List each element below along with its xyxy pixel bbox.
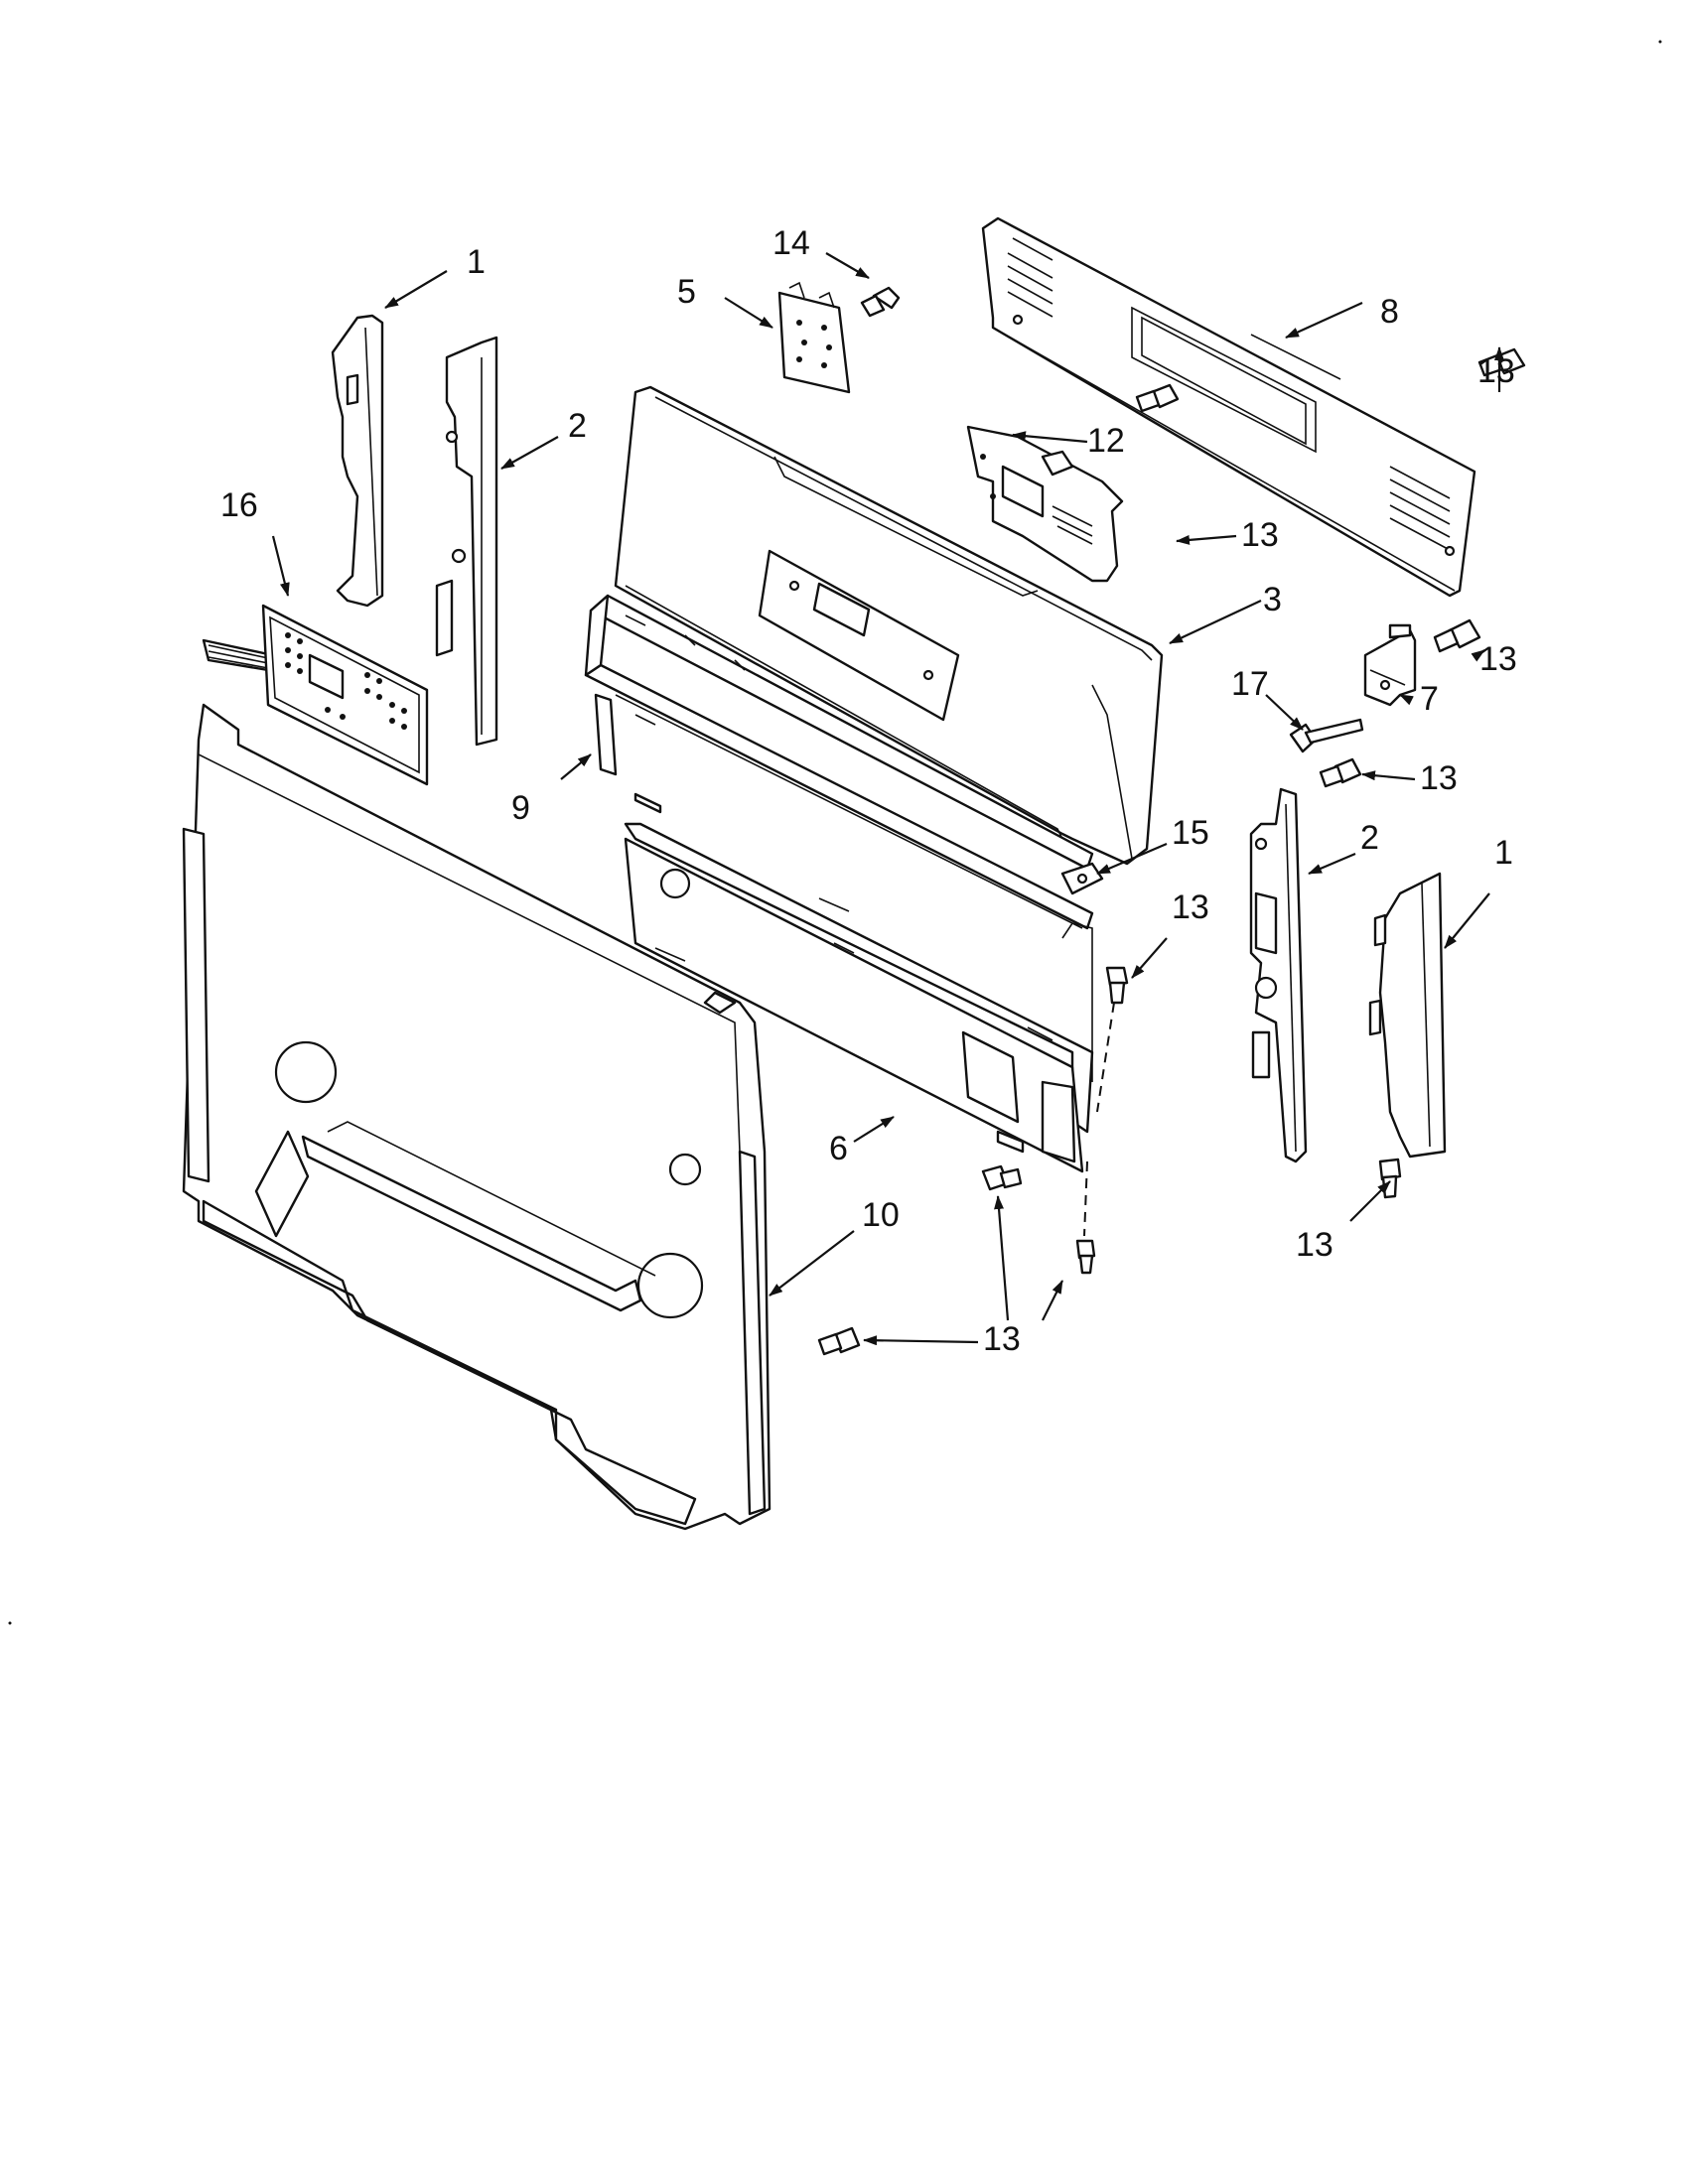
part-5-bracket-plate — [777, 281, 851, 394]
part-2-left-side-bracket — [435, 336, 498, 747]
callout-15: 15 — [1172, 814, 1209, 852]
callout-10: 10 — [862, 1196, 900, 1234]
callout-17: 17 — [1231, 665, 1269, 703]
screw-13-panel-low — [1075, 1239, 1096, 1275]
screw-13-panel-left — [981, 1164, 1023, 1191]
callout-2-left: 2 — [568, 407, 587, 445]
part-1-right-end-cap — [1368, 872, 1447, 1159]
part-7-bracket — [1363, 623, 1417, 707]
part-8-vent-panel — [981, 216, 1476, 598]
screw-13-right-low — [1378, 1158, 1402, 1199]
callout-1-left: 1 — [467, 243, 486, 281]
callout-12: 12 — [1087, 422, 1125, 460]
callout-13-top-right: 13 — [1477, 352, 1515, 390]
callout-5: 5 — [677, 273, 696, 311]
part-1-left-end-cap — [331, 314, 384, 608]
callout-13-right-low: 13 — [1296, 1226, 1333, 1264]
callout-14: 14 — [772, 224, 810, 262]
callout-6: 6 — [829, 1130, 848, 1167]
callout-1-right: 1 — [1494, 834, 1513, 872]
screw-13-board — [1135, 383, 1180, 413]
callout-13-right-mid: 13 — [1420, 759, 1458, 797]
screw-13-bracket7 — [1433, 618, 1481, 653]
callout-9: 9 — [511, 789, 530, 827]
callout-16: 16 — [220, 486, 258, 524]
callout-8: 8 — [1380, 293, 1399, 331]
callout-13-bottom: 13 — [983, 1320, 1021, 1358]
callout-13-board: 13 — [1241, 516, 1279, 554]
screw-13-right-mid — [1319, 757, 1362, 788]
callout-3: 3 — [1263, 581, 1282, 618]
screw-13-center — [1105, 966, 1129, 1005]
part-10-rear-panel — [182, 703, 772, 1531]
callout-7: 7 — [1420, 680, 1439, 718]
part-2-right-side-bracket — [1249, 787, 1308, 1163]
callout-labels: 1 2 16 5 14 8 13 12 13 3 13 17 7 13 9 15… — [220, 224, 1517, 1358]
part-15-clip — [1060, 862, 1104, 895]
leader-arrows — [271, 252, 1504, 1346]
callout-13-center: 13 — [1172, 888, 1209, 926]
part-6-console-back — [624, 822, 1094, 1173]
callout-2-right: 2 — [1360, 819, 1379, 857]
screw-13-bottom-left — [817, 1326, 861, 1356]
part-17-knob — [1289, 718, 1364, 753]
part-12-control-board — [966, 425, 1124, 583]
part-3-console-front — [614, 385, 1164, 866]
part-9-console-rail — [584, 594, 1094, 930]
part-16-control-overlay — [202, 604, 429, 786]
part-14-screw — [860, 286, 901, 318]
callout-13-bracket7: 13 — [1479, 640, 1517, 678]
